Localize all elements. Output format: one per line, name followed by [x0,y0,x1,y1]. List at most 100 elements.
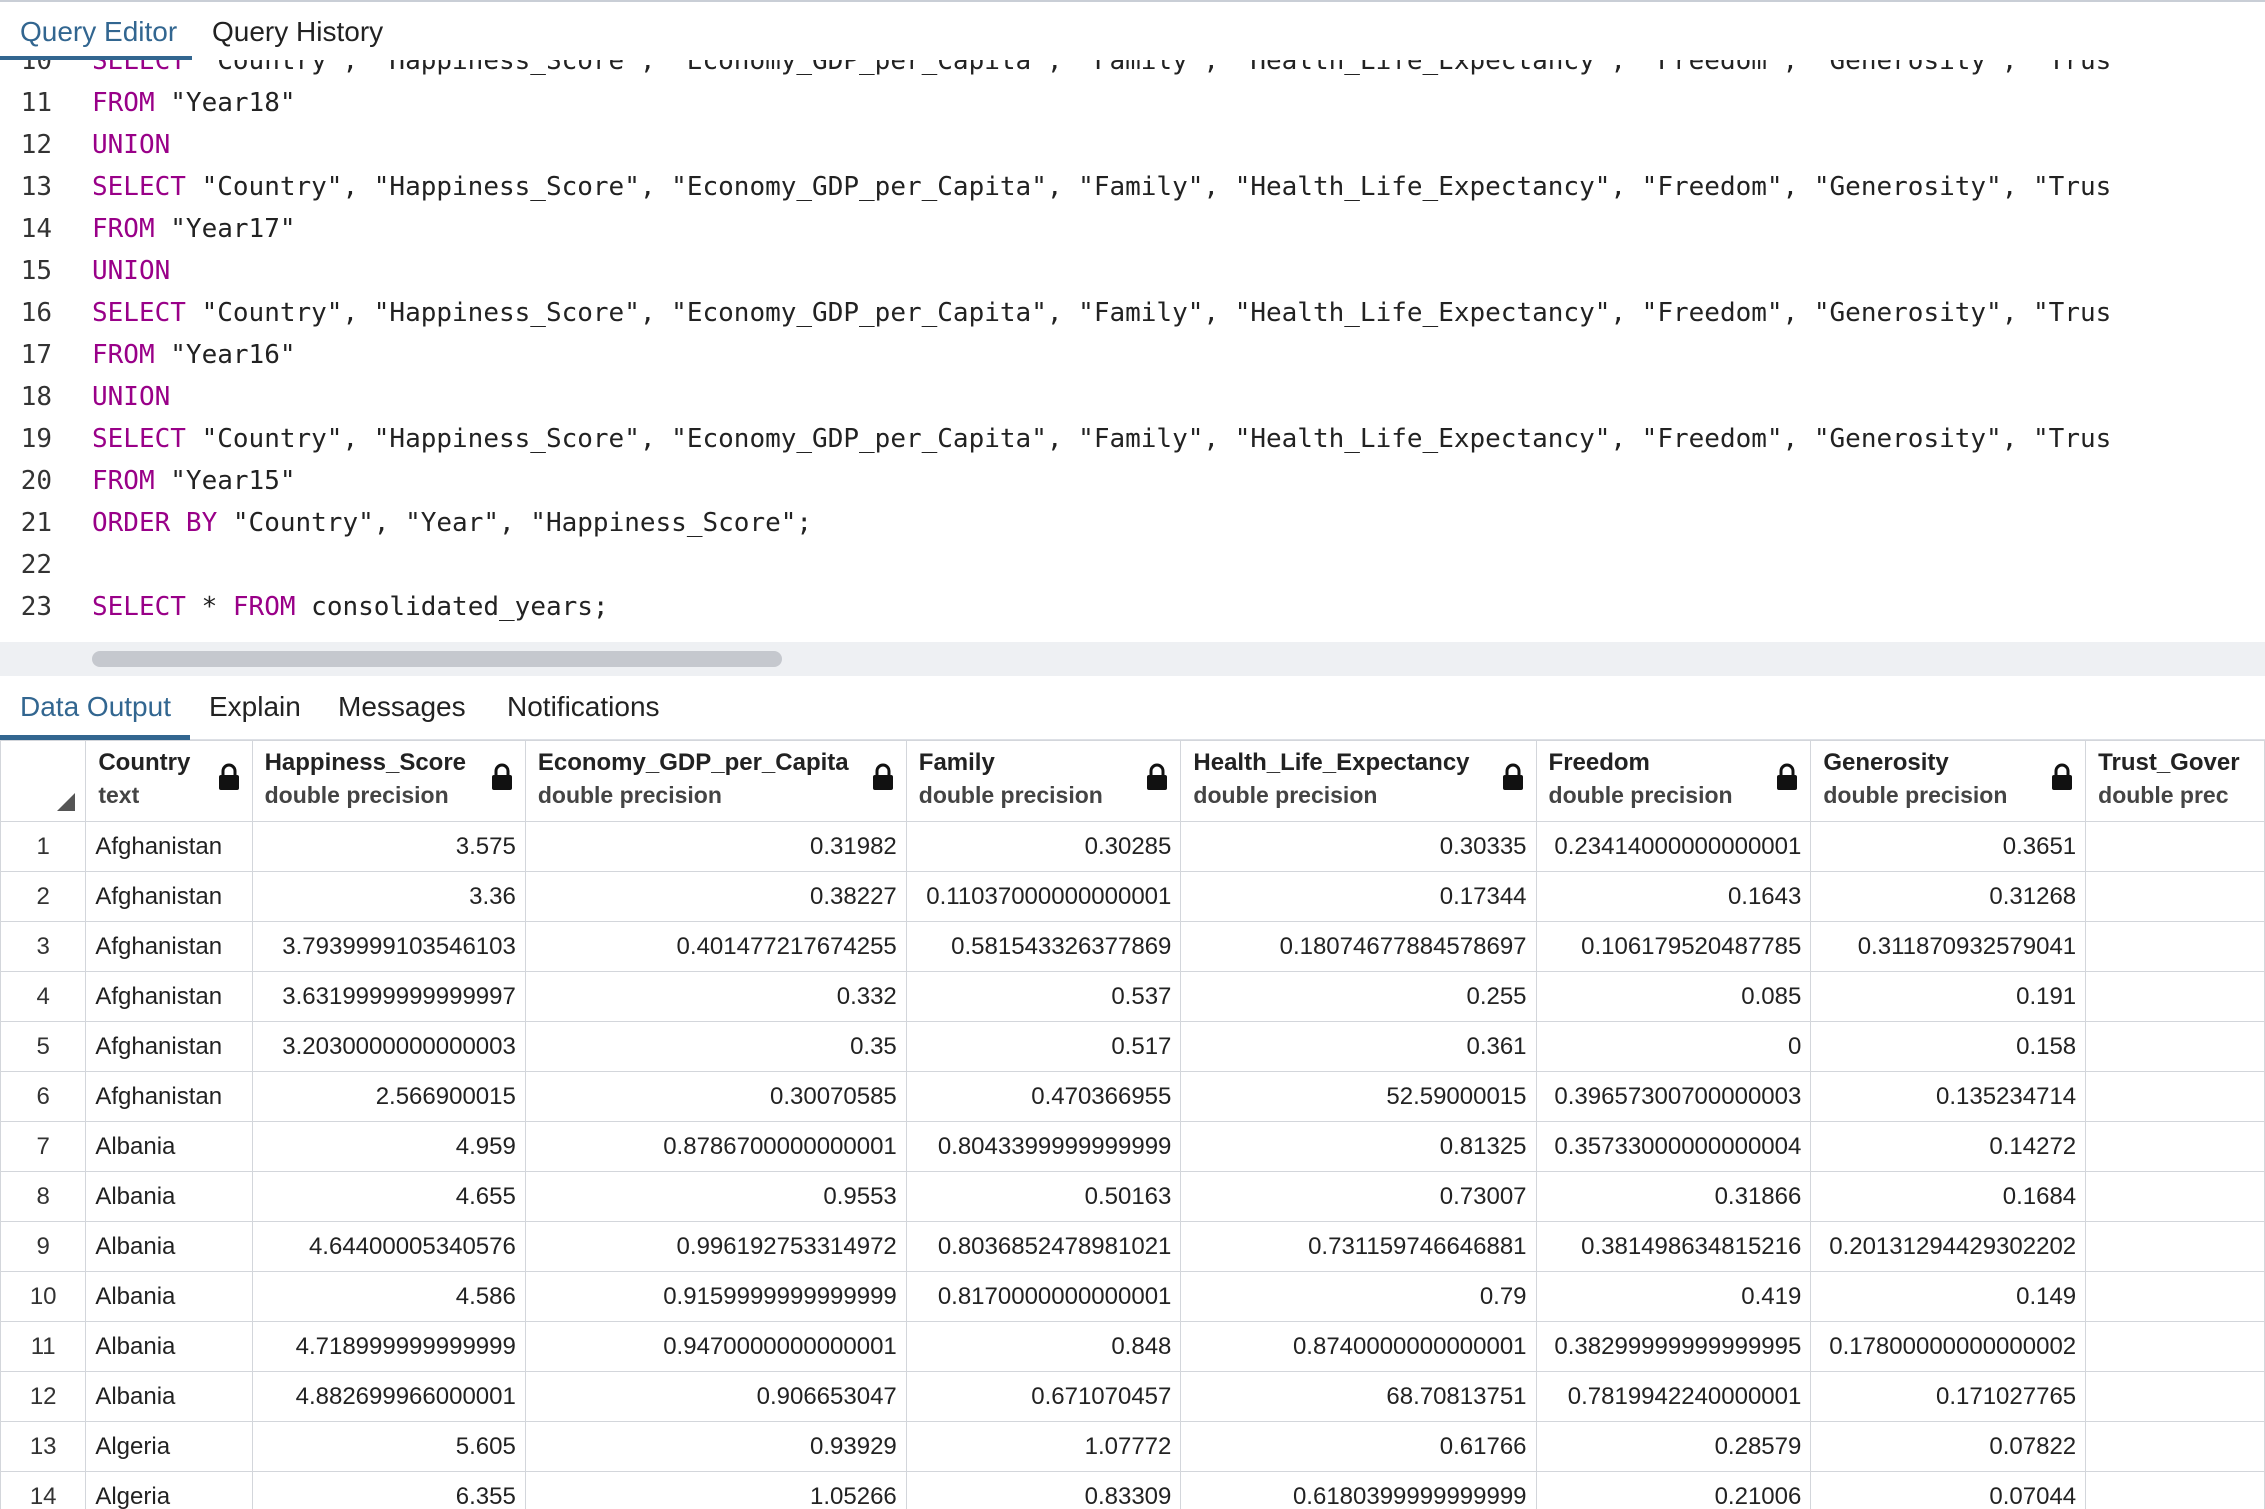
table-cell[interactable]: 0.21006 [1535,1471,1812,1509]
table-cell[interactable]: 5.605 [251,1421,526,1472]
table-cell[interactable] [2085,1271,2265,1322]
table-cell[interactable]: 0.8740000000000001 [1180,1321,1537,1372]
code-text[interactable]: FROM "Year15" [92,460,296,502]
table-cell[interactable]: 0.085 [1535,971,1812,1022]
table-cell[interactable]: 0.9553 [524,1171,907,1222]
table-cell[interactable]: 1.05266 [524,1471,907,1509]
code-text[interactable]: SELECT "Country", "Happiness_Score", "Ec… [92,418,2111,460]
row-number[interactable]: 2 [0,871,87,922]
table-cell[interactable]: 0.31982 [524,821,907,872]
table-cell[interactable]: 0.6180399999999999 [1180,1471,1537,1509]
table-cell[interactable]: 0.848 [905,1321,1182,1372]
select-all-corner[interactable] [0,740,87,822]
table-cell[interactable]: 0.149 [1810,1271,2087,1322]
table-cell[interactable]: Afghanistan [85,871,253,922]
table-cell[interactable]: 0.31866 [1535,1171,1812,1222]
table-cell[interactable]: Algeria [85,1471,253,1509]
table-cell[interactable] [2085,821,2265,872]
table-cell[interactable]: 0.332 [524,971,907,1022]
table-cell[interactable]: 3.575 [251,821,526,872]
table-cell[interactable]: 0.171027765 [1810,1371,2087,1422]
table-cell[interactable] [2085,1071,2265,1122]
table-cell[interactable]: 0.191 [1810,971,2087,1022]
table-cell[interactable]: 3.7939999103546103 [251,921,526,972]
table-cell[interactable]: 4.655 [251,1171,526,1222]
table-cell[interactable]: 3.2030000000000003 [251,1021,526,1072]
table-cell[interactable]: Albania [85,1171,253,1222]
table-cell[interactable]: 0.35733000000000004 [1535,1121,1812,1172]
row-number[interactable]: 4 [0,971,87,1022]
table-cell[interactable]: 3.36 [251,871,526,922]
table-cell[interactable]: 0.255 [1180,971,1537,1022]
row-number[interactable]: 8 [0,1171,87,1222]
table-cell[interactable]: 4.64400005340576 [251,1221,526,1272]
table-cell[interactable]: 0.93929 [524,1421,907,1472]
tab-notifications[interactable]: Notifications [507,691,660,722]
table-cell[interactable]: 0.14272 [1810,1121,2087,1172]
table-cell[interactable]: 0.8043399999999999 [905,1121,1182,1172]
table-cell[interactable]: 0.31268 [1810,871,2087,922]
table-cell[interactable]: 0.83309 [905,1471,1182,1509]
table-cell[interactable]: Afghanistan [85,1021,253,1072]
table-cell[interactable]: 0.73007 [1180,1171,1537,1222]
table-cell[interactable]: 0.906653047 [524,1371,907,1422]
table-cell[interactable]: 0.30335 [1180,821,1537,872]
table-cell[interactable] [2085,971,2265,1022]
row-number[interactable]: 7 [0,1121,87,1172]
table-cell[interactable]: 0.470366955 [905,1071,1182,1122]
row-number[interactable]: 3 [0,921,87,972]
table-cell[interactable]: 0.81325 [1180,1121,1537,1172]
tab-query-history[interactable]: Query History [212,16,384,47]
row-number[interactable]: 6 [0,1071,87,1122]
table-cell[interactable]: 0.361 [1180,1021,1537,1072]
table-cell[interactable]: 0.8170000000000001 [905,1271,1182,1322]
table-cell[interactable]: 0.38227 [524,871,907,922]
table-cell[interactable]: Albania [85,1371,253,1422]
row-number[interactable]: 12 [0,1371,87,1422]
table-cell[interactable]: 0.11037000000000001 [905,871,1182,922]
table-cell[interactable]: 6.355 [251,1471,526,1509]
tab-messages[interactable]: Messages [338,691,466,722]
table-cell[interactable]: 0.79 [1180,1271,1537,1322]
table-cell[interactable]: 0.17344 [1180,871,1537,922]
table-cell[interactable]: Albania [85,1221,253,1272]
table-cell[interactable]: 4.586 [251,1271,526,1322]
table-cell[interactable] [2085,1221,2265,1272]
row-number[interactable]: 9 [0,1221,87,1272]
row-number[interactable]: 10 [0,1271,87,1322]
table-cell[interactable] [2085,871,2265,922]
row-number[interactable]: 11 [0,1321,87,1372]
table-cell[interactable]: 0.311870932579041 [1810,921,2087,972]
code-text[interactable]: FROM "Year16" [92,334,296,376]
table-cell[interactable]: Albania [85,1321,253,1372]
tab-data-output[interactable]: Data Output [20,691,171,722]
table-cell[interactable] [2085,1171,2265,1222]
table-cell[interactable]: 0.61766 [1180,1421,1537,1472]
code-line[interactable]: 22 [0,544,2265,586]
code-text[interactable]: UNION [92,250,170,292]
table-cell[interactable]: 4.959 [251,1121,526,1172]
row-number[interactable]: 5 [0,1021,87,1072]
